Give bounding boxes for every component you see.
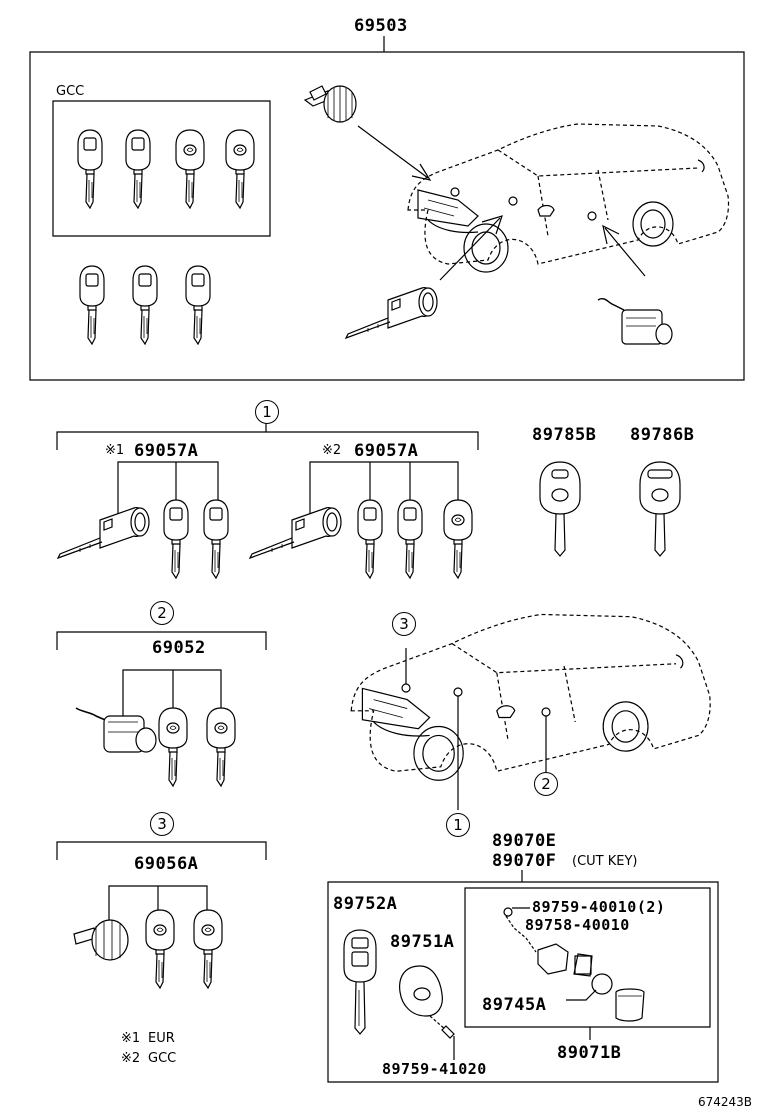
part-89758-40010: 89758-40010 [525,916,630,934]
cylinder-69052 [76,708,156,752]
key-89786B [640,462,680,556]
part-89070E: 89070E [492,831,557,851]
part-89071B: 89071B [557,1043,622,1063]
part-89759-40010: 89759-40010(2) [532,898,666,916]
car-callout-3: 3 [392,612,416,636]
gcc-label: GCC [56,84,85,99]
transmitter-frame [328,882,718,1082]
hatch-cylinder [598,299,672,344]
callout-1: 1 [255,400,279,424]
transmitter-subframe [465,888,710,1027]
part-69056A: 69056A [134,854,199,874]
note-1-mark: ※1 [121,1031,141,1046]
pointer-dots [451,188,596,220]
transmitter-cover [400,966,454,1060]
transmitter-key [344,930,376,1034]
eur-keys [79,265,211,345]
callout-2: 2 [150,601,174,625]
vehicle-illustration-top [407,123,730,273]
top-assembly-frame [30,52,744,380]
car-callout-2: 2 [534,772,558,796]
cut-key-note: (CUT KEY) [572,854,638,869]
part-69052: 69052 [152,638,206,658]
gcc-subframe [53,101,270,236]
part-89785B: 89785B [532,425,597,445]
part-89759-41020: 89759-41020 [382,1060,487,1078]
variant-2-mark: ※2 [322,443,342,458]
door-cylinder-top [305,86,356,122]
part-89752A: 89752A [333,894,398,914]
part-89745A: 89745A [482,995,547,1015]
figure-id: 674243B [698,1095,753,1109]
part-69057A-gcc: 69057A [354,441,419,461]
variant-1-mark: ※1 [105,443,125,458]
note-1-text: EUR [148,1031,175,1046]
car-callout-1: 1 [446,813,470,837]
callout-3: 3 [150,812,174,836]
part-69503: 69503 [354,16,408,36]
car-callout-lines [402,648,550,810]
cylinder-69056A [74,920,128,960]
pointer-arrows [358,126,645,280]
note-2-mark: ※2 [121,1051,141,1066]
key-89785B [540,462,580,556]
part-69057A-eur: 69057A [134,441,199,461]
gcc-keys [77,129,255,209]
part-89070F: 89070F [492,851,557,871]
note-2-text: GCC [148,1051,177,1066]
part-89786B: 89786B [630,425,695,445]
screw-and-case [504,908,644,1021]
part-89751A: 89751A [390,932,455,952]
